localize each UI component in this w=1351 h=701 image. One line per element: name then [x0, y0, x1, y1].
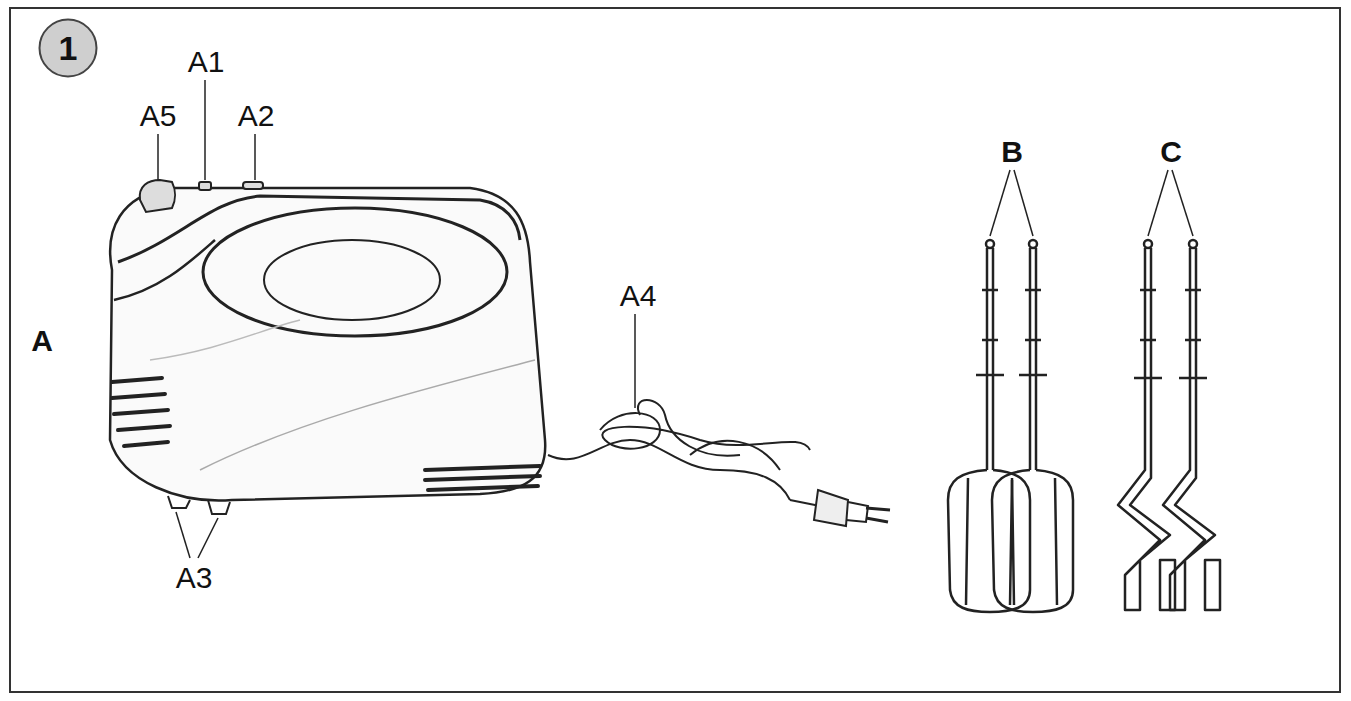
dough-hooks-part: [1163, 248, 1215, 610]
dough-hooks-part: [1134, 290, 1162, 378]
mixer-body-part: [200, 360, 535, 470]
part-letter: A: [31, 326, 53, 356]
whisk-beaters: [948, 240, 1073, 612]
whisk-beaters-part: [992, 470, 1073, 612]
dough-hooks-part: [1179, 290, 1207, 378]
mixer-body-part: [114, 240, 215, 300]
whisk-beaters-part: [1029, 240, 1037, 248]
power-cord-part: [866, 518, 888, 522]
mixer-body-part: [118, 196, 520, 262]
leader-lines-part: [634, 314, 636, 408]
vents-part: [112, 378, 162, 382]
whisk-beaters-part: [1035, 248, 1038, 470]
power-cord-part: [814, 490, 848, 526]
callout-label: A3: [176, 563, 213, 593]
speed-switch-part: [199, 182, 211, 190]
figure-number-badge: 1: [38, 18, 98, 78]
frame-border: [10, 8, 1340, 692]
ejector-feet-part: [208, 500, 230, 514]
vents-part: [112, 394, 165, 398]
dough-hooks-part: [1118, 248, 1170, 610]
part-letter: C: [1160, 137, 1182, 167]
callout-label: A5: [140, 101, 177, 131]
power-cord-part: [548, 440, 790, 500]
leader-lines-part: [176, 512, 190, 558]
power-cord-part: [638, 400, 740, 456]
whisk-beaters-part: [1029, 248, 1032, 470]
whisk-beaters-part: [986, 248, 989, 470]
leader-lines-part: [204, 80, 206, 180]
mixer-body-part: [203, 208, 507, 336]
whisk-beaters-part: [966, 478, 1014, 605]
ejector-feet-part: [168, 496, 190, 508]
callout-label: A4: [620, 281, 657, 311]
leader-lines: [158, 80, 1193, 558]
whisk-beaters-part: [948, 470, 1030, 612]
vents-part: [114, 410, 168, 414]
dough-hooks: [1118, 240, 1220, 610]
dough-hooks-part: [1144, 240, 1152, 248]
speed-switch: [140, 180, 263, 212]
vents-part: [425, 476, 540, 480]
whisk-beaters-part: [976, 290, 1004, 375]
whisk-beaters-part: [1019, 290, 1047, 375]
leader-lines-part: [1014, 170, 1033, 236]
dough-hooks-part: [1205, 560, 1220, 610]
leader-lines-part: [990, 170, 1010, 236]
whisk-beaters-part: [1010, 478, 1057, 605]
speed-switch-part: [140, 180, 175, 212]
mixer-body-part: [150, 320, 300, 360]
vents-part: [425, 466, 540, 470]
power-cord: [548, 400, 890, 526]
whisk-beaters-part: [992, 248, 995, 470]
power-cord-part: [866, 508, 890, 510]
leader-lines-part: [1172, 170, 1193, 236]
mixer-body-part: [264, 240, 440, 320]
figure-number: 1: [38, 18, 98, 78]
mixer-body: [110, 188, 545, 500]
leader-lines-part: [1148, 170, 1168, 236]
power-cord-part: [690, 441, 780, 470]
vents: [112, 378, 540, 490]
ejector-feet: [168, 496, 230, 514]
vents-part: [118, 426, 170, 430]
callout-label: A2: [238, 101, 275, 131]
vents-part: [124, 442, 168, 446]
dough-hooks-part: [1189, 240, 1197, 248]
whisk-beaters-part: [986, 240, 994, 248]
callout-label: A1: [188, 47, 225, 77]
speed-switch-part: [243, 182, 263, 189]
part-letter: B: [1001, 137, 1023, 167]
leader-lines-part: [157, 134, 159, 180]
dough-hooks-part: [1160, 560, 1175, 610]
leader-lines-part: [198, 518, 218, 558]
mixer-body-part: [110, 188, 545, 500]
leader-lines-part: [254, 134, 256, 180]
vents-part: [428, 486, 538, 490]
power-cord-part: [846, 502, 868, 522]
